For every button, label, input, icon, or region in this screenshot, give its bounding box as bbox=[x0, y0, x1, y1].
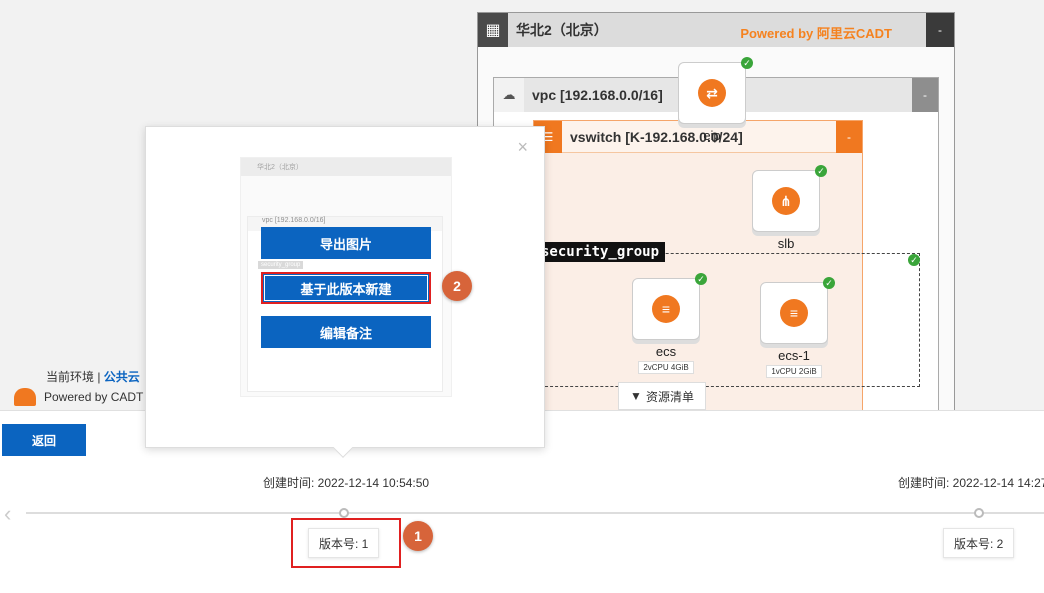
timeline-dot-2[interactable] bbox=[974, 508, 984, 518]
grid-icon: ▦ bbox=[478, 13, 508, 47]
ecs-1-cube: ≡ ✓ bbox=[760, 277, 835, 344]
node-label: ecs bbox=[655, 344, 677, 359]
step-badge-1: 1 bbox=[403, 521, 433, 551]
resource-list-label: 资源清单 bbox=[645, 389, 694, 404]
version-tag-2[interactable]: 版本号: 2 bbox=[943, 528, 1015, 558]
check-icon: ✓ bbox=[815, 165, 827, 177]
create-from-version-button[interactable]: 基于此版本新建 bbox=[261, 272, 431, 304]
region-container[interactable]: ▦ 华北2（北京） Powered by 阿里云CADT - ☁ vpc [19… bbox=[477, 12, 955, 410]
edit-notes-button[interactable]: 编辑备注 bbox=[261, 316, 431, 348]
vswitch-title: vswitch [K-192.168.0.0/24] bbox=[570, 128, 743, 145]
resource-list-toggle[interactable]: ▼ 资源清单 bbox=[618, 382, 706, 410]
slb-cube: ⋔ ✓ bbox=[752, 165, 827, 232]
eip-cube: ⇄ ✓ bbox=[678, 57, 753, 124]
highlight-box-version-1 bbox=[291, 518, 401, 568]
version-label: 版本号: 1 bbox=[319, 536, 369, 551]
cadt-logo-icon bbox=[14, 388, 36, 406]
node-slb[interactable]: ⋔ ✓ slb bbox=[752, 165, 827, 251]
node-eip[interactable]: ⇄ ✓ eip bbox=[678, 57, 753, 143]
spec-badge: 2vCPU 4GiB bbox=[638, 361, 694, 374]
version-popup: × 华北2（北京） vpc [192.168.0.0/16] security_… bbox=[145, 126, 545, 458]
security-group-box[interactable] bbox=[540, 253, 920, 387]
thumb-sg-label: security_group bbox=[258, 261, 304, 269]
powered-by: Powered by CADT bbox=[14, 388, 143, 406]
region-title: 华北2（北京） bbox=[516, 22, 608, 38]
server-icon: ≡ bbox=[652, 295, 680, 323]
version-label: 版本号: 2 bbox=[954, 536, 1004, 551]
env-link[interactable]: 公共云 bbox=[103, 370, 140, 384]
brand-label: Powered by 阿里云CADT bbox=[740, 26, 892, 41]
load-balancer-icon: ⋔ bbox=[772, 187, 800, 215]
node-label: slb bbox=[777, 236, 795, 251]
node-label: eip bbox=[703, 128, 721, 143]
spec-badge: 1vCPU 2GiB bbox=[766, 365, 822, 378]
thumb-region-title: 华北2（北京） bbox=[241, 158, 451, 176]
step-badge-2: 2 bbox=[442, 271, 472, 301]
vswitch-minimize-button[interactable]: - bbox=[836, 121, 862, 153]
check-icon: ✓ bbox=[741, 57, 753, 69]
vpc-title: vpc [192.168.0.0/16] bbox=[532, 87, 663, 103]
version-1-created: 创建时间: 2022-12-14 10:54:50 bbox=[263, 476, 430, 490]
environment-info: 当前环境 | 公共云 bbox=[46, 368, 140, 385]
export-image-button[interactable]: 导出图片 bbox=[261, 227, 431, 259]
region-minimize-button[interactable]: - bbox=[926, 13, 954, 47]
eip-icon: ⇄ bbox=[698, 79, 726, 107]
node-label: ecs-1 bbox=[778, 348, 810, 363]
check-icon: ✓ bbox=[908, 254, 920, 266]
node-ecs[interactable]: ≡ ✓ ecs 2vCPU 4GiB bbox=[632, 273, 707, 374]
timeline-dot-1[interactable] bbox=[339, 508, 349, 518]
close-icon[interactable]: × bbox=[517, 137, 528, 157]
version-tag-1[interactable]: 版本号: 1 bbox=[308, 528, 380, 558]
version-2-created: 创建时间: 2022-12-14 14:27 bbox=[898, 476, 1044, 490]
topology-canvas[interactable]: ▦ 华北2（北京） Powered by 阿里云CADT - ☁ vpc [19… bbox=[0, 0, 1044, 410]
chevron-left-icon[interactable]: ‹ bbox=[4, 501, 12, 526]
server-icon: ≡ bbox=[780, 299, 808, 327]
powered-text: Powered by CADT bbox=[44, 390, 144, 404]
region-header: ▦ 华北2（北京） Powered by 阿里云CADT - bbox=[478, 13, 954, 47]
caret-down-icon: ▼ bbox=[630, 389, 642, 403]
vswitch-header: ☰ vswitch [K-192.168.0.0/24] - bbox=[534, 120, 862, 153]
security-group-label: security_group bbox=[535, 242, 666, 262]
ecs-cube: ≡ ✓ bbox=[632, 273, 707, 340]
vpc-minimize-button[interactable]: - bbox=[912, 78, 938, 112]
back-button[interactable]: 返回 bbox=[2, 424, 86, 456]
cloud-icon: ☁ bbox=[494, 78, 524, 112]
check-icon: ✓ bbox=[823, 277, 835, 289]
node-ecs-1[interactable]: ≡ ✓ ecs-1 1vCPU 2GiB bbox=[760, 277, 835, 378]
env-prefix: 当前环境 | bbox=[46, 370, 104, 384]
timeline-line bbox=[26, 512, 1044, 514]
check-icon: ✓ bbox=[695, 273, 707, 285]
